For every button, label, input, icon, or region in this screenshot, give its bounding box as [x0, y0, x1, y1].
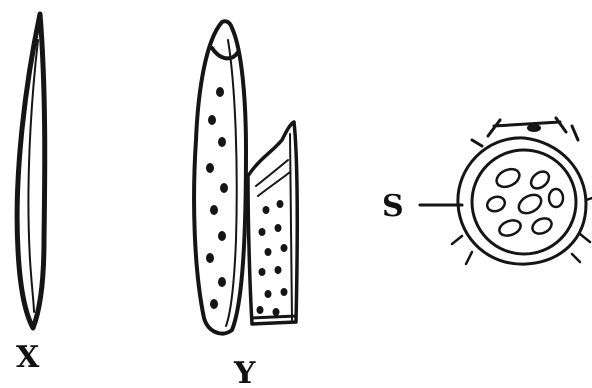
cell-x-fibre — [17, 14, 45, 328]
sieve-tube-outline — [194, 21, 246, 333]
cell-s-round — [452, 118, 592, 264]
sieve-plate — [212, 48, 238, 58]
cell-y-sieve-tube — [194, 21, 297, 333]
label-s: S — [382, 189, 404, 224]
companion-cell-base — [252, 316, 296, 318]
cap-nucleus — [527, 124, 541, 132]
sieve-tube-inner-wall — [226, 40, 237, 326]
sieve-tube-dots — [206, 87, 228, 309]
label-x: X — [16, 340, 40, 375]
top-cap — [472, 118, 578, 146]
companion-cell-dots — [257, 200, 288, 316]
label-y: Y — [233, 356, 256, 388]
internal-granules — [485, 166, 563, 239]
